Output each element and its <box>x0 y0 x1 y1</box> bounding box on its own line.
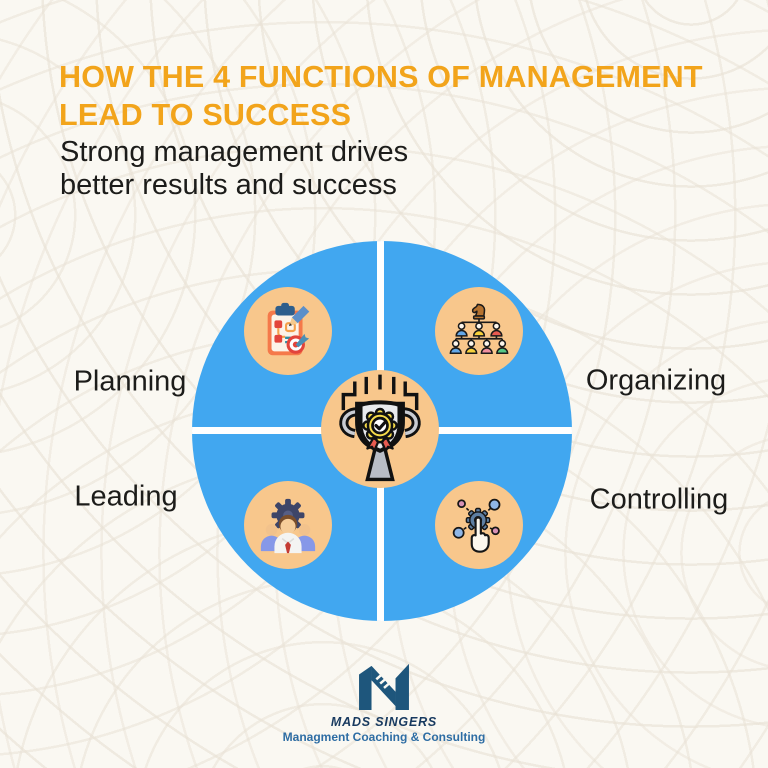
brand-footer: MADS SINGERS Managment Coaching & Consul… <box>0 662 768 744</box>
quadrant-label-organizing: Organizing <box>585 364 727 397</box>
planning-bubble <box>244 287 332 375</box>
quadrant-label-controlling: Controlling <box>589 483 729 516</box>
page-title-line2: LEAD TO SUCCESS <box>59 98 352 132</box>
page-subtitle-line2: better results and success <box>60 169 397 201</box>
page-subtitle: Strong management drives better results … <box>60 136 408 202</box>
trophy-award-icon <box>339 374 421 482</box>
leading-bubble <box>244 481 332 569</box>
org-chart-icon <box>449 303 509 355</box>
organizing-bubble <box>435 287 523 375</box>
hand-network-icon <box>452 498 501 553</box>
controlling-bubble <box>435 481 523 569</box>
mads-singers-logo-icon <box>359 663 409 710</box>
brand-tagline: Managment Coaching & Consulting <box>282 730 486 744</box>
quadrant-label-leading: Leading <box>74 480 178 513</box>
clipboard-plan-icon <box>267 302 310 356</box>
page-title-line1: HOW THE 4 FUNCTIONS OF MANAGEMENT <box>59 60 703 94</box>
success-bubble <box>321 370 439 488</box>
brand-name: MADS SINGERS <box>330 715 438 729</box>
team-gear-icon <box>260 498 316 554</box>
quadrant-label-planning: Planning <box>73 365 187 398</box>
management-functions-wheel <box>192 241 572 621</box>
page-title: HOW THE 4 FUNCTIONS OF MANAGEMENT LEAD T… <box>59 58 703 134</box>
page-subtitle-line1: Strong management drives <box>60 136 409 168</box>
